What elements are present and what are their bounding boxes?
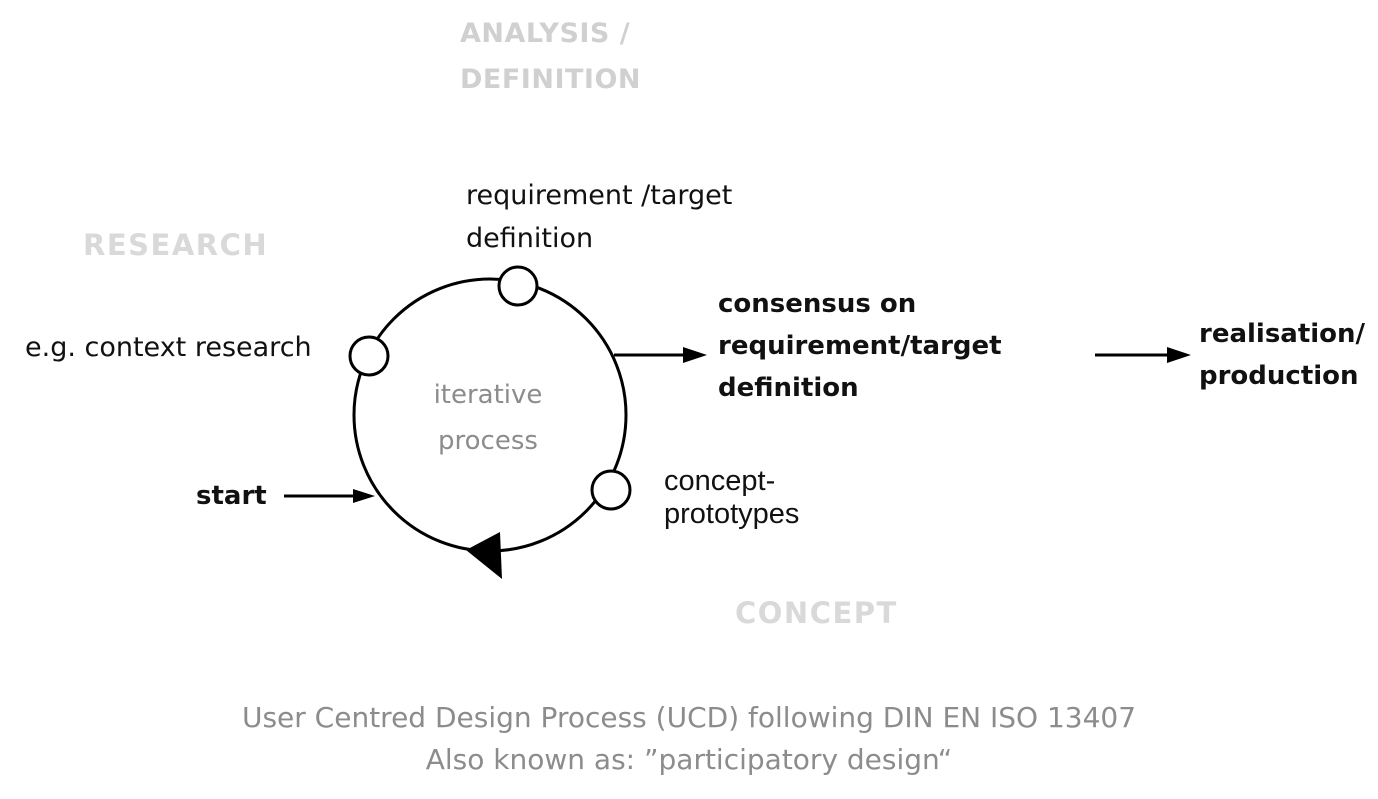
start-label: start	[196, 481, 267, 511]
consensus-label-line3: definition	[718, 373, 859, 403]
consensus-arrow-head-icon	[683, 347, 707, 363]
node-prototypes	[590, 469, 632, 511]
phase-concept: CONCEPT	[735, 596, 898, 630]
realisation-label-line1: realisation/	[1199, 319, 1366, 349]
phase-analysis-line2: DEFINITION	[460, 64, 642, 95]
diagram-caption: User Centred Design Process (UCD) follow…	[0, 697, 1378, 781]
requirement-label-line1: requirement /target	[466, 180, 733, 211]
cycle-direction-arrow-icon	[466, 532, 502, 579]
realisation-arrow-head-icon	[1167, 347, 1191, 363]
phase-analysis-line1: ANALYSIS /	[460, 18, 631, 49]
cycle-center-label: iterative process	[400, 372, 576, 464]
caption-line1: User Centred Design Process (UCD) follow…	[241, 701, 1137, 734]
consensus-label: consensus on requirement/target definiti…	[718, 283, 1002, 409]
requirement-label: requirement /target definition	[466, 174, 732, 260]
caption-line2: Also known as: ”participatory design“	[425, 743, 953, 776]
phase-analysis-definition: ANALYSIS / DEFINITION	[460, 11, 641, 103]
prototypes-label: concept- prototypes	[664, 465, 799, 531]
node-context-research	[348, 335, 390, 377]
node-requirement	[497, 265, 539, 307]
prototypes-label-line2: prototypes	[664, 498, 800, 530]
requirement-label-line2: definition	[466, 223, 594, 254]
prototypes-label-line1: concept-	[664, 465, 776, 497]
consensus-label-line2: requirement/target	[718, 331, 1002, 361]
start-arrow-head-icon	[353, 489, 375, 503]
cycle-center-line2: process	[438, 426, 538, 456]
realisation-label: realisation/ production	[1199, 313, 1365, 397]
context-research-label: e.g. context research	[25, 332, 312, 363]
consensus-label-line1: consensus on	[718, 289, 917, 319]
realisation-label-line2: production	[1199, 361, 1359, 391]
cycle-center-line1: iterative	[433, 380, 543, 410]
phase-research: RESEARCH	[83, 228, 269, 262]
